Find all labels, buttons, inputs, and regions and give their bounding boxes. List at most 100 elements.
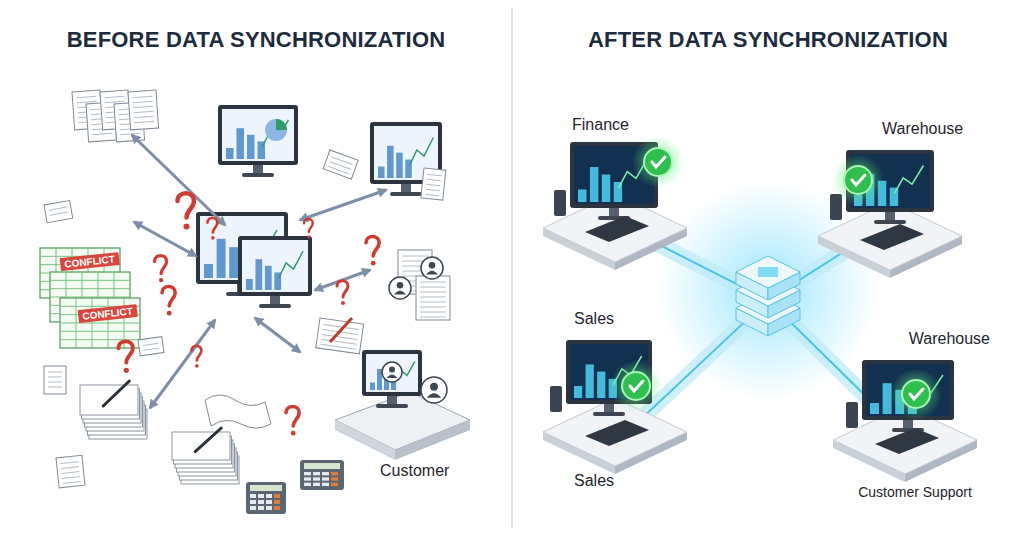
label-slot: CONFLICT [77,298,158,324]
circle-shape [167,311,172,316]
rect-shape [270,296,280,305]
rect-shape [304,472,311,475]
path-shape [162,287,175,307]
label-slot: AFTER DATA SYNCHRONIZATION [512,27,1024,53]
question-mark [178,193,195,229]
line-shape [76,298,77,348]
line-shape [320,344,356,349]
document-icon [138,337,164,356]
pie-chart [265,119,287,141]
after-illustration [543,136,977,482]
line-shape [61,467,79,469]
circle-shape [195,364,199,368]
rect-shape [247,135,255,159]
document-icon [421,168,446,200]
circle-shape [389,277,411,299]
label-slot: CONFLICT [59,246,140,272]
rect-shape [266,506,272,510]
line-shape [61,462,79,464]
circle-shape [429,262,436,269]
circle-shape [644,148,672,176]
polyline-shape [262,120,288,147]
document-icon [416,276,450,320]
path-shape [208,218,218,233]
line-shape [50,280,130,281]
line-shape [322,334,358,339]
rect-shape [396,153,403,178]
rect-shape [387,396,397,405]
line-shape [105,101,125,102]
polygon-shape [543,398,687,466]
polygon-shape [335,420,395,460]
label-slot: BEFORE DATA SYNCHRONIZATION [0,27,512,53]
line-shape [92,298,93,348]
line-shape [62,472,80,474]
station-label: Finance [572,116,629,134]
question-mark [155,256,167,283]
rect-shape [609,208,619,217]
rect-shape [387,146,394,178]
circle-shape [265,119,287,141]
rect-shape [259,304,291,308]
line-shape [50,288,130,289]
path-shape [426,271,438,275]
flow-arrow [134,222,196,256]
rect-shape [377,369,382,390]
central-server [736,256,800,336]
line-shape [420,312,446,313]
line-shape [62,477,80,479]
line-shape [133,101,153,102]
circle-shape [832,154,884,206]
rect-shape [602,175,611,203]
rect-shape [246,482,286,514]
line-shape [134,121,154,122]
line-shape [50,297,130,298]
circle-shape [844,166,872,194]
circle-shape [632,136,684,188]
rect-shape [401,184,411,193]
path-shape [304,219,313,232]
rect-shape [316,318,364,354]
data-beam [640,300,768,420]
rect-shape [250,506,256,510]
workstation-node: Finance [572,116,682,138]
line-shape [420,282,446,283]
rect-shape [590,167,599,202]
line-shape [48,382,62,383]
rect-shape [313,483,320,486]
workstation-node: Customer [380,462,480,484]
monitor-icon [362,350,422,408]
rect-shape [758,267,778,277]
line-shape [104,96,124,97]
document-icon [323,150,358,179]
rect-shape [331,472,338,475]
polygon-shape [335,392,470,450]
rect-shape [226,148,234,159]
rect-shape [304,463,340,469]
circle-shape [890,368,942,420]
circle-shape [382,362,402,382]
conflict-tag: CONFLICT [78,304,138,323]
circle-shape [307,235,310,238]
circle-shape [389,367,395,373]
line-shape [328,166,349,174]
rect-shape [903,420,913,429]
line-shape [103,381,129,406]
path-shape [192,346,202,361]
path-shape [337,281,348,297]
panel-heading: AFTER DATA SYNCHRONIZATION [512,27,1024,53]
line-shape [76,96,96,97]
rect-shape [566,340,652,404]
workstation-node: WarehouseCustomer Support [840,330,990,500]
line-shape [640,300,768,420]
line-shape [143,343,159,345]
rect-shape [322,477,329,480]
path-shape [910,389,923,399]
document-icon [128,90,159,130]
flow-arrow [255,318,300,352]
rect-shape [250,500,256,504]
station-label: Sales [574,472,614,490]
line-shape [427,179,441,180]
